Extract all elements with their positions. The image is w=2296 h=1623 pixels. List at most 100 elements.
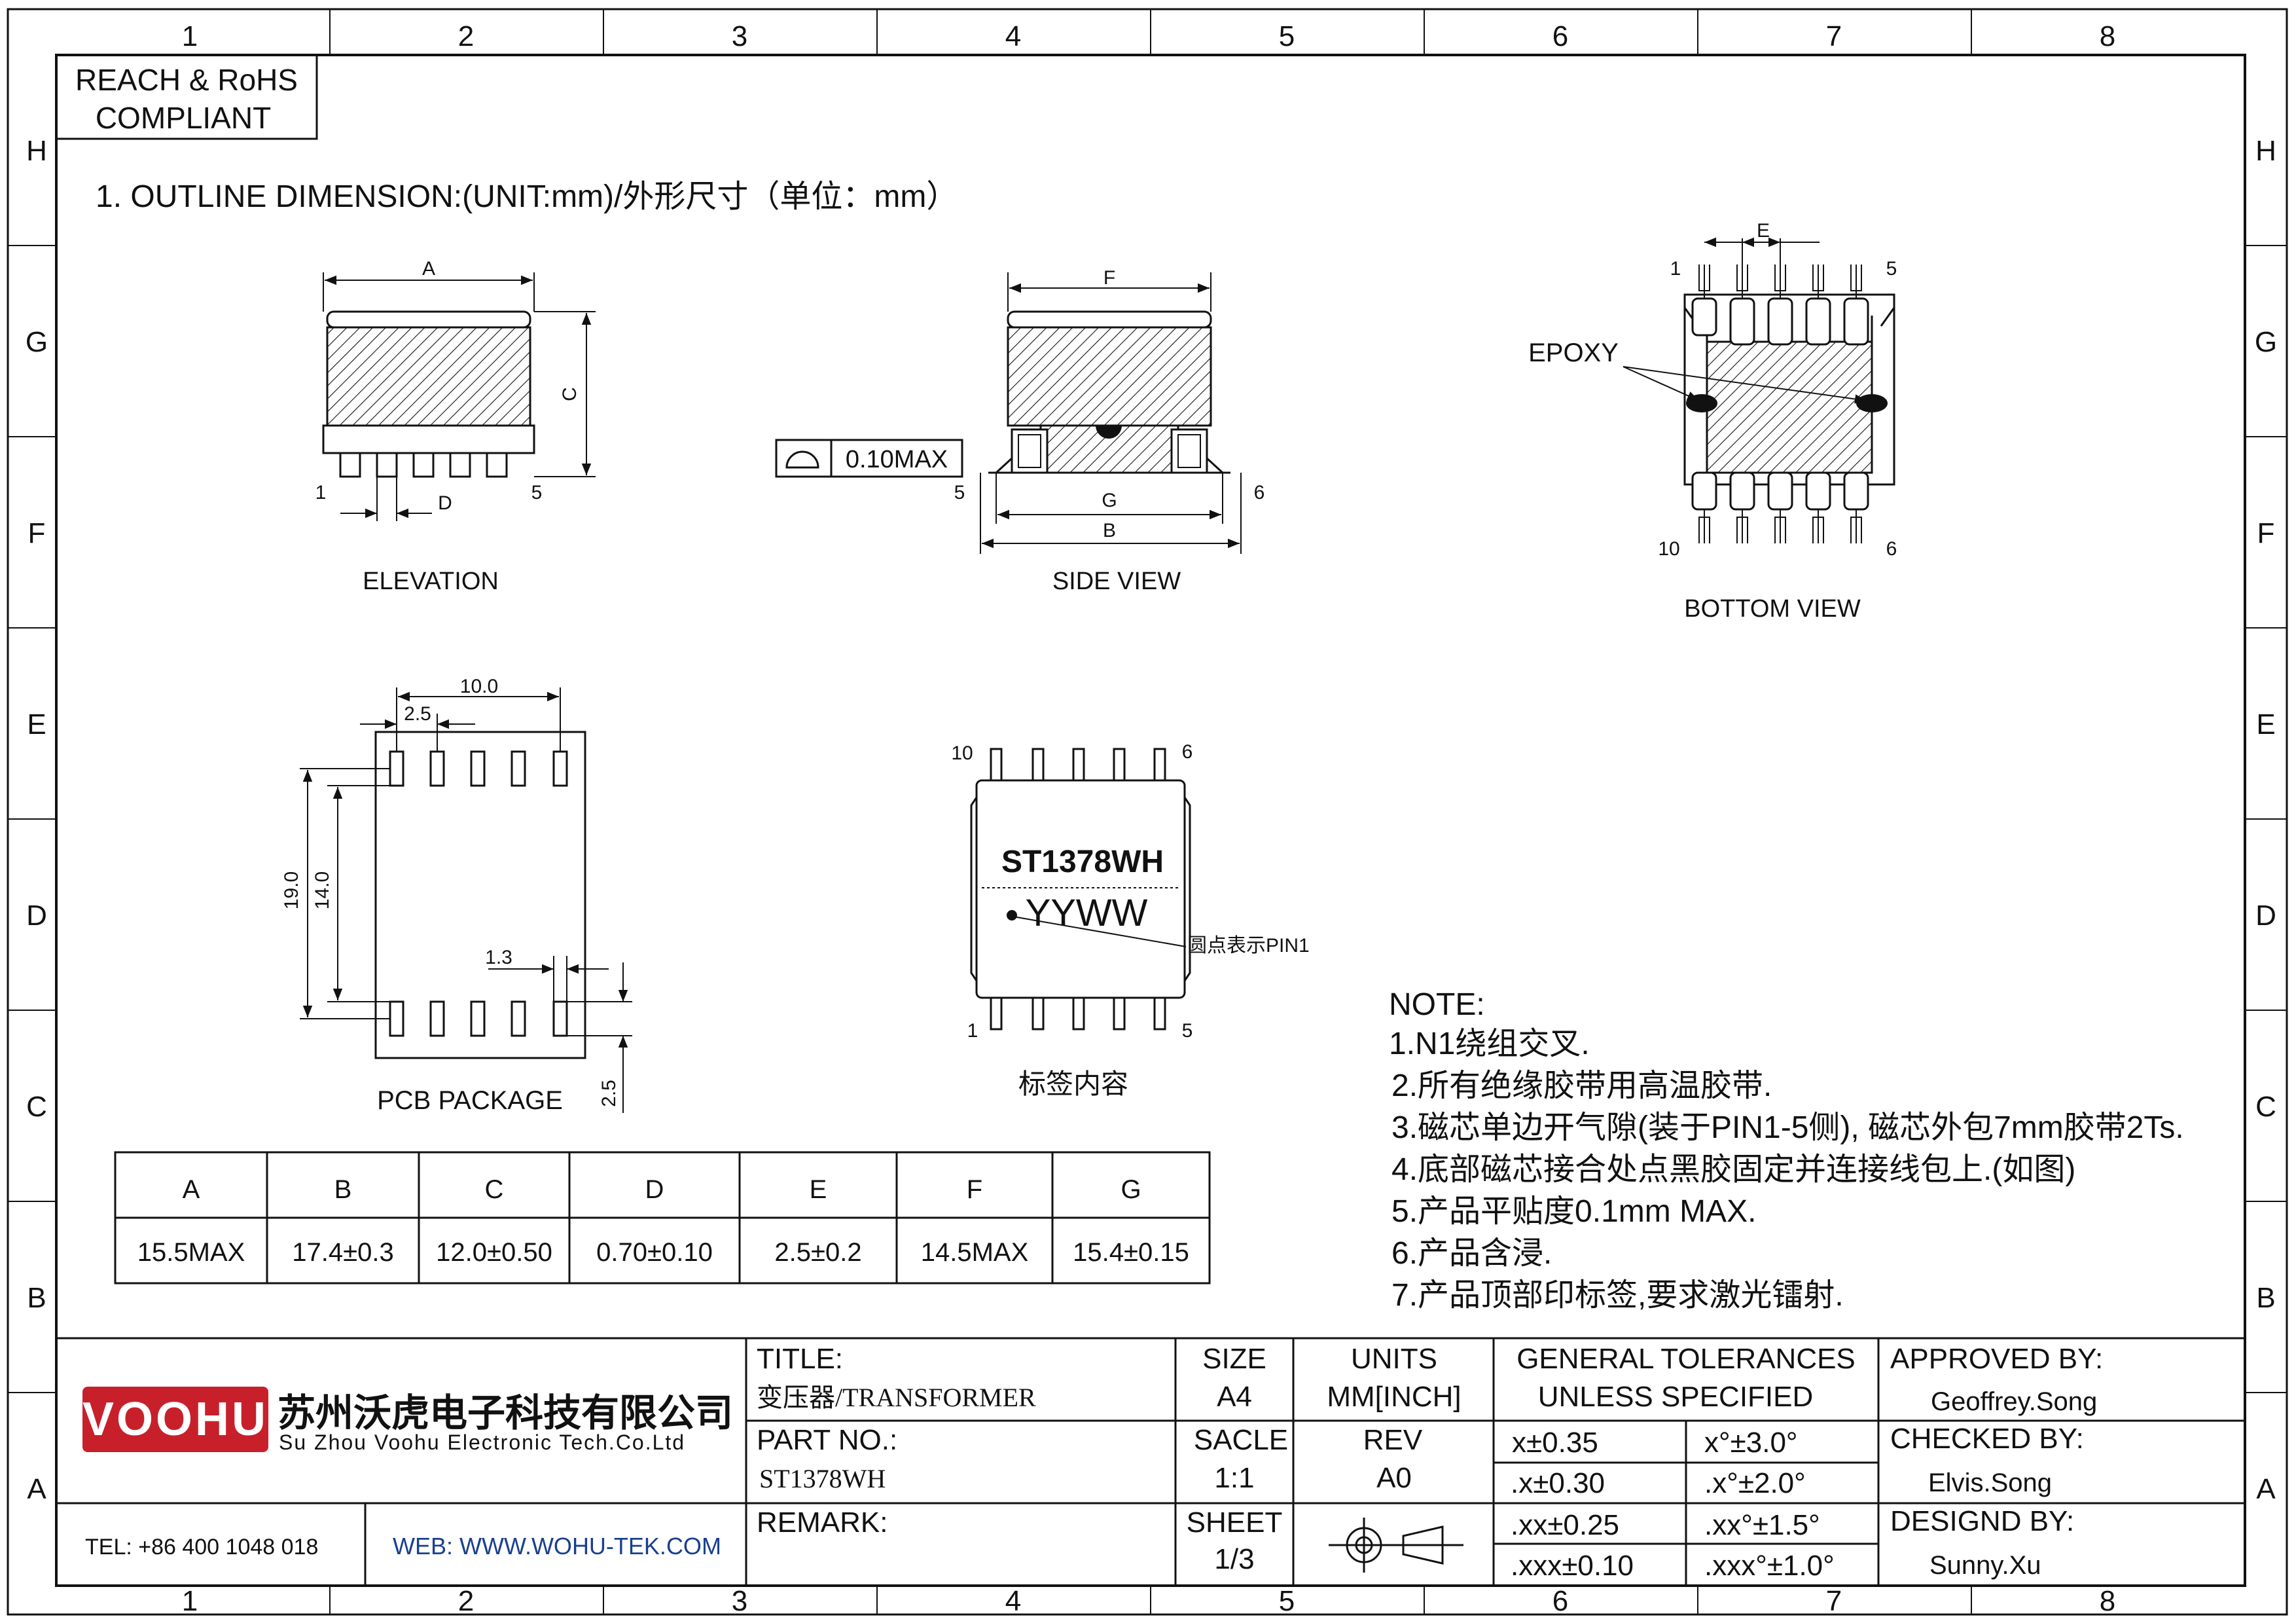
approved-label: APPROVED BY: [1890, 1343, 2103, 1375]
title-value: 变压器/TRANSFORMER [757, 1383, 1036, 1412]
dimension-table: A B C D E F G 15.5MAX 17.4±0.3 12.0±0.50… [114, 1151, 1211, 1285]
notes-heading: NOTE: [1389, 987, 1485, 1022]
dim-g-label: G [1102, 490, 1117, 511]
note-item: 2.所有绝缘胶带用高温胶带. [1391, 1068, 1772, 1103]
rev-value: A0 [1376, 1462, 1412, 1494]
pin-label: 6 [1886, 538, 1897, 560]
bottom-pins [1698, 237, 1862, 543]
table-cell: 15.5MAX [137, 1238, 245, 1267]
table-header: D [645, 1175, 664, 1204]
tolerance-header: GENERAL TOLERANCES [1516, 1343, 1856, 1375]
bottom-pads-bottom [1691, 471, 1869, 511]
pin1-dot [1007, 910, 1017, 921]
side-view-title: SIDE VIEW [1052, 568, 1181, 595]
row-label-right: F [2257, 517, 2275, 549]
col-label-top: 2 [458, 20, 474, 52]
flatness-callout: 0.10MAX [775, 439, 963, 478]
row-label-left: F [28, 517, 46, 549]
note-item: 6.产品含浸. [1391, 1236, 1552, 1271]
label-date-code: YYWW [1026, 892, 1148, 934]
note-item: 4.底部磁芯接合处点黑胶固定并连接线包上.(如图) [1391, 1152, 2075, 1187]
pin-label: 6 [1182, 741, 1193, 763]
elevation-pins [339, 452, 508, 478]
dim-1-3-label: 1.3 [485, 947, 512, 968]
col-label-top: 5 [1279, 20, 1295, 52]
checked-label: CHECKED BY: [1890, 1423, 2084, 1455]
pin-label: 1 [967, 1020, 978, 1042]
col-label-bottom: 1 [182, 1585, 198, 1617]
side-view: F G B 5 6 0.10MAX SIDE VIEW [775, 267, 1265, 595]
part-label: PART NO.: [757, 1424, 897, 1456]
row-label-left: H [26, 135, 47, 167]
label-part-number: ST1378WH [1001, 845, 1164, 879]
company-logo: VOOHU [82, 1387, 268, 1452]
flatness-value: 0.10MAX [846, 446, 948, 473]
size-label: SIZE [1202, 1343, 1266, 1375]
label-pins-top [990, 748, 1166, 782]
table-cell: 12.0±0.50 [436, 1238, 552, 1267]
col-label-bottom: 7 [1826, 1585, 1842, 1617]
sheet-frame [7, 8, 2288, 1616]
units-label: UNITS [1351, 1343, 1437, 1375]
row-label-right: D [2255, 900, 2276, 932]
col-label-top: 4 [1005, 20, 1021, 52]
col-label-top: 1 [182, 20, 198, 52]
row-label-left: E [27, 708, 46, 740]
pin-label: 5 [1886, 258, 1897, 280]
checked-value: Elvis.Song [1928, 1468, 2052, 1497]
tolerance-angular: .x°±2.0° [1704, 1467, 1806, 1499]
sheet-label: SHEET [1187, 1506, 1283, 1539]
note-item: 5.产品平贴度0.1mm MAX. [1391, 1194, 1756, 1229]
pin-label: 1 [315, 482, 327, 503]
pcb-package: 10.0 2.5 19.0 14.0 1.3 2.5 PCB PACKAGE [281, 676, 632, 1115]
epoxy-dot-right [1856, 394, 1888, 412]
logo-text: VOOHU [82, 1393, 268, 1446]
notes: NOTE: 1.N1绕组交叉. 2.所有绝缘胶带用高温胶带. 3.磁芯单边开气隙… [1389, 987, 2184, 1313]
tolerance-linear: .x±0.30 [1511, 1467, 1605, 1499]
dim-2-5-label: 2.5 [404, 703, 431, 725]
web-link[interactable]: WEB: WWW.WOHU-TEK.COM [393, 1533, 721, 1559]
dim-c-label: C [559, 387, 581, 401]
table-cell: 14.5MAX [921, 1238, 1029, 1267]
section-title: 1. OUTLINE DIMENSION:(UNIT:mm)/外形尺寸（单位：m… [96, 179, 958, 214]
table-header: F [967, 1175, 982, 1204]
designed-label: DESIGND BY: [1890, 1505, 2074, 1537]
table-cell: 17.4±0.3 [292, 1238, 393, 1267]
dim-2-5b-label: 2.5 [598, 1080, 620, 1107]
note-item: 3.磁芯单边开气隙(装于PIN1-5侧), 磁芯外包7mm胶带2Ts. [1391, 1110, 2184, 1145]
label-view-title: 标签内容 [1018, 1069, 1128, 1100]
col-label-top: 6 [1552, 20, 1568, 52]
bottom-view-title: BOTTOM VIEW [1684, 595, 1861, 623]
row-label-right: G [2255, 326, 2277, 358]
tolerance-header: UNLESS SPECIFIED [1538, 1381, 1814, 1413]
company-name-cn: 苏州沃虎电子科技有限公司 [278, 1392, 733, 1434]
tolerance-angular: x°±3.0° [1704, 1427, 1798, 1459]
dim-10-label: 10.0 [460, 676, 498, 697]
scale-value: 1:1 [1214, 1462, 1254, 1494]
dim-19-label: 19.0 [281, 871, 302, 909]
dim-b-label: B [1103, 520, 1116, 541]
compliance-line1: REACH & RoHS [75, 63, 298, 97]
elevation-view: A C D 1 5 ELEVATION [315, 258, 596, 595]
bottom-view: EPOXY E 1 5 10 6 BOTTOM VIEW [1528, 220, 1897, 623]
row-label-right: H [2255, 135, 2276, 167]
row-label-right: B [2256, 1282, 2275, 1314]
table-header: B [334, 1175, 352, 1204]
col-label-top: 7 [1826, 20, 1842, 52]
tolerance-table: x±0.35 x°±3.0° .x±0.30 .x°±2.0° .xx±0.25… [1511, 1427, 1835, 1582]
dim-d-label: D [438, 492, 452, 514]
remark-label: REMARK: [757, 1506, 888, 1539]
pin1-note: 圆点表示PIN1 [1187, 935, 1310, 957]
pin-label: 1 [1670, 258, 1681, 280]
tolerance-linear: .xxx±0.10 [1511, 1550, 1634, 1582]
table-cell: 15.4±0.15 [1073, 1238, 1189, 1267]
tolerance-linear: x±0.35 [1512, 1427, 1598, 1459]
table-cell: 0.70±0.10 [596, 1238, 713, 1267]
table-header: G [1121, 1175, 1141, 1204]
tel: TEL: +86 400 1048 018 [85, 1535, 318, 1559]
compliance-line2: COMPLIANT [96, 101, 271, 135]
dim-e-label: E [1757, 220, 1770, 242]
col-label-bottom: 8 [2100, 1585, 2115, 1617]
table-cell: 2.5±0.2 [774, 1238, 861, 1267]
